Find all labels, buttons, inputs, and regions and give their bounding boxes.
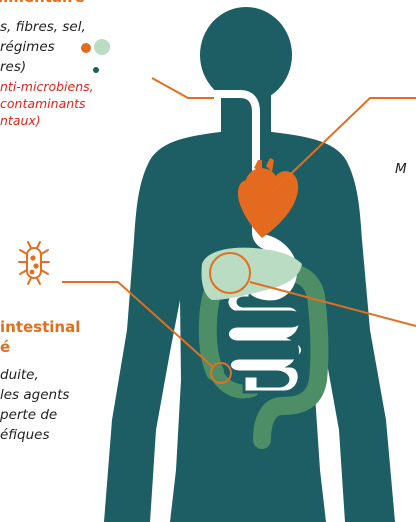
food-line-3: res) xyxy=(0,58,26,76)
food-red-line-2: contaminants xyxy=(0,96,86,112)
food-red-line-3: ntaux) xyxy=(0,113,41,129)
right-text-fragment: M xyxy=(395,160,407,178)
head xyxy=(200,7,292,103)
intestinal-line-3: perte de xyxy=(0,406,57,424)
intestinal-line-2: les agents xyxy=(0,386,69,404)
food-line-1: s, fibres, sel, xyxy=(0,18,86,36)
intestinal-title-line-1: intestinal xyxy=(0,318,80,337)
intestinal-title-line-2: é xyxy=(0,338,10,357)
food-red-line-1: nti-microbiens, xyxy=(0,79,94,95)
bacterium-icon xyxy=(19,242,49,284)
intestinal-line-4: éfiques xyxy=(0,426,50,444)
intestinal-line-1: duite, xyxy=(0,366,39,384)
food-dots-icon xyxy=(81,39,110,73)
food-title-fragment: limentaire xyxy=(0,0,85,7)
food-line-2: régimes xyxy=(0,38,55,56)
